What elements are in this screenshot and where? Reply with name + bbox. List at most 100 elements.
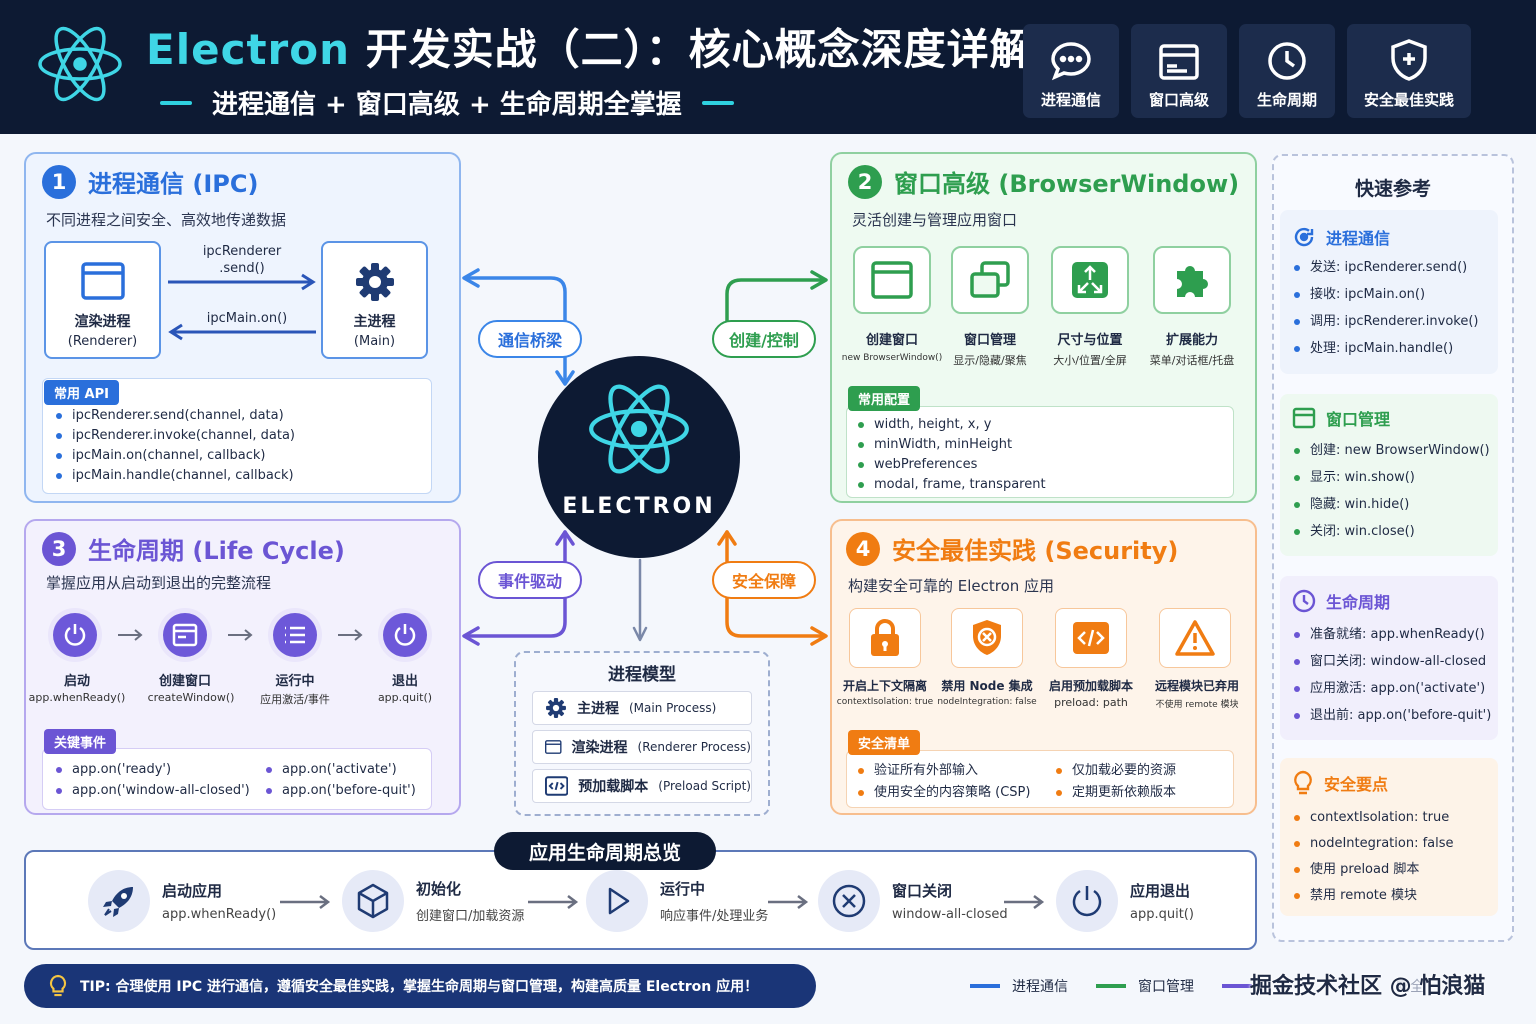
quickref-window-card <box>1280 394 1498 556</box>
list-item: minWidth, minHeight <box>858 435 1046 455</box>
header-button-window[interactable]: 窗口高级 <box>1131 24 1227 118</box>
lifecycle-events-box <box>42 748 432 810</box>
window-icon <box>871 261 913 299</box>
window-item-label: 窗口管理 <box>963 333 1016 348</box>
chat-icon <box>1051 42 1091 81</box>
security-item-label: 启用预加载脚本 <box>1048 679 1133 693</box>
header-button-lifecycle[interactable]: 生命周期 <box>1239 24 1335 118</box>
code-icon <box>1073 622 1109 654</box>
play-icon <box>608 887 630 915</box>
list-item: ipcRenderer.send(channel, data) <box>56 406 295 426</box>
gear-icon <box>355 263 394 301</box>
ipc-description: 不同进程之间安全、高效地传递数据 <box>46 211 287 229</box>
window-item-label: 创建窗口 <box>865 333 918 348</box>
list-item: nodeIntegration: false <box>1294 831 1454 857</box>
preload-script-row: 预加载脚本(Preload Script) <box>532 769 752 803</box>
page-title: Electron 开发实战（二）：核心概念深度详解 <box>146 25 1033 74</box>
security-checklist-right: 仅加载必要的资源 定期更新依赖版本 <box>1056 760 1176 804</box>
create-window-step-icon <box>158 608 212 662</box>
list-item: 调用: ipcRenderer.invoke() <box>1294 308 1479 335</box>
quickref-section-title: 窗口管理 <box>1292 406 1390 430</box>
quit-step-icon <box>378 608 432 662</box>
list-item: width, height, x, y <box>858 415 1046 435</box>
main-process-row: 主进程(Main Process) <box>532 691 752 725</box>
window-title: 2 窗口高级 (BrowserWindow) <box>848 164 1239 199</box>
quickref-security-list: contextIsolation: true nodeIntegration: … <box>1294 805 1454 909</box>
receive-arrow-label: ipcMain.on() <box>206 311 288 326</box>
api-tag: 常用 API <box>44 380 119 405</box>
running-step-icon <box>268 608 322 662</box>
list-item: 使用安全的内容策略 (CSP) <box>858 782 1030 804</box>
legend: 进程通信 窗口管理 <box>970 976 1252 996</box>
header-button-ipc[interactable]: 进程通信 <box>1023 24 1119 118</box>
quickref-ipc-list: 发送: ipcRenderer.send() 接收: ipcMain.on() … <box>1294 254 1479 362</box>
list-item: contextIsolation: true <box>1294 805 1454 831</box>
lifecycle-step-sub: 应用激活/事件 <box>260 693 330 706</box>
ipc-title: 1 进程通信 (IPC) <box>42 164 258 199</box>
cube-icon <box>357 883 389 919</box>
lifecycle-description: 掌握应用从启动到退出的完整流程 <box>46 574 272 592</box>
send-arrow <box>168 273 316 291</box>
list-icon <box>285 626 305 644</box>
security-checklist-box <box>846 750 1234 808</box>
window-item-sub: 大小/位置/全屏 <box>1053 354 1127 367</box>
main-process-box: 主进程 (Main) <box>321 241 428 359</box>
window-icon <box>1292 407 1316 429</box>
power-icon <box>1072 886 1102 917</box>
overview-arrow-icon <box>1004 895 1045 909</box>
event-driven-pill: 事件驱动 <box>478 561 582 599</box>
window-icon <box>172 623 198 647</box>
security-item-sub: contextIsolation: true <box>836 697 934 707</box>
list-item: 发送: ipcRenderer.send() <box>1294 254 1479 281</box>
overview-arrow-icon <box>528 895 579 909</box>
lifecycle-step-label: 创建窗口 <box>158 674 211 689</box>
node-integration-card <box>951 608 1023 668</box>
shield-x-icon <box>973 620 1001 655</box>
close-circle-icon <box>832 884 866 918</box>
size-position-card <box>1051 246 1129 314</box>
clock-icon <box>1268 42 1306 80</box>
ipc-api-list: ipcRenderer.send(channel, data) ipcRende… <box>56 406 295 486</box>
step-arrow-icon <box>338 629 363 641</box>
process-model-title: 进程模型 <box>608 665 676 685</box>
electron-center-label: ELECTRON <box>562 494 716 519</box>
code-icon <box>545 776 569 796</box>
window-manage-card <box>951 246 1029 314</box>
list-item: app.on('before-quit') <box>266 781 416 801</box>
window-icon <box>80 262 125 300</box>
lifecycle-events-list-right: app.on('activate') app.on('before-quit') <box>266 760 416 801</box>
list-item: 准备就绪: app.whenReady() <box>1294 621 1491 648</box>
remote-deprecated-card <box>1159 608 1231 668</box>
power-icon <box>64 624 86 646</box>
start-step-icon <box>48 608 102 662</box>
window-item-label: 尺寸与位置 <box>1057 333 1123 348</box>
lifecycle-step-sub: app.quit() <box>377 691 433 704</box>
electron-logo-icon <box>34 18 126 110</box>
lifecycle-title: 3 生命周期 (Life Cycle) <box>42 531 345 566</box>
security-item-sub: nodeIntegration: false <box>937 697 1037 707</box>
list-item: 验证所有外部输入 <box>858 760 1030 782</box>
list-item: 创建: new BrowserWindow() <box>1294 437 1490 464</box>
electron-logo-icon <box>589 384 689 474</box>
step-arrow-icon <box>118 629 143 641</box>
list-item: 关闭: win.close() <box>1294 518 1490 545</box>
create-control-pill: 创建/控制 <box>712 320 816 358</box>
quick-reference-title: 快速参考 <box>1354 178 1431 200</box>
list-item: modal, frame, transparent <box>858 475 1046 495</box>
window-item-sub: 菜单/对话框/托盘 <box>1149 354 1235 367</box>
receive-arrow <box>168 323 316 341</box>
puzzle-icon <box>1177 266 1208 297</box>
security-title: 4 安全最佳实践 (Security) <box>846 531 1178 566</box>
window-item-sub: 显示/隐藏/聚焦 <box>953 354 1027 367</box>
security-item-label: 禁用 Node 集成 <box>941 679 1033 693</box>
list-item: app.on('window-all-closed') <box>56 781 250 801</box>
list-item: 定期更新依赖版本 <box>1056 782 1176 804</box>
header-button-security[interactable]: 安全最佳实践 <box>1347 24 1471 118</box>
gear-icon <box>546 698 566 718</box>
security-item-label: 远程模块已弃用 <box>1154 679 1239 693</box>
config-tag: 常用配置 <box>848 386 921 411</box>
tip-bar: TIP: 合理使用 IPC 进行通信，遵循安全最佳实践，掌握生命周期与窗口管理，… <box>24 964 816 1008</box>
warning-icon <box>1175 620 1215 656</box>
